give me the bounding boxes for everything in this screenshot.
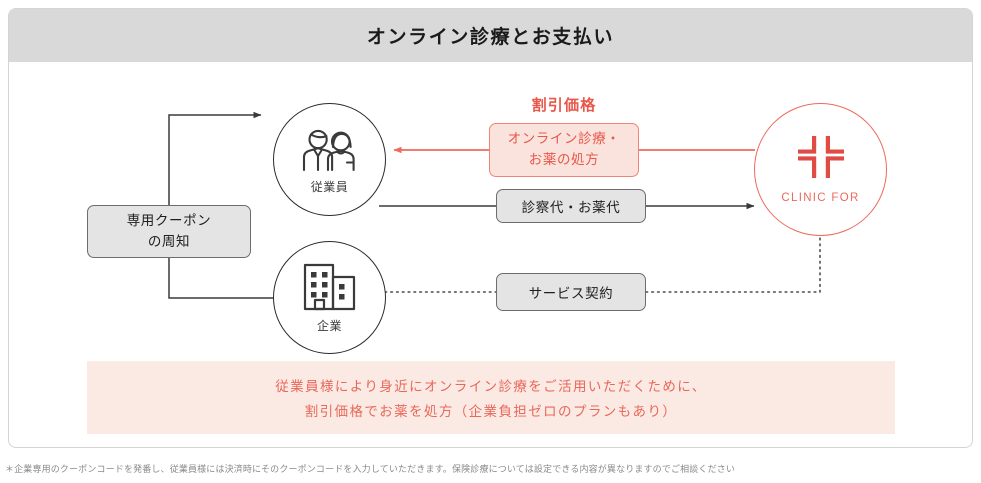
node-clinic[interactable]: CLINIC FOR — [754, 103, 887, 236]
box-prescription-line2: お薬の処方 — [528, 152, 600, 167]
box-consultation-fee[interactable]: 診察代・お薬代 — [496, 189, 646, 223]
summary-banner-line1: 従業員様により身近にオンライン診療をご活用いただくために、 — [275, 379, 707, 394]
contract-dotted-line — [384, 235, 821, 293]
page-title: オンライン診療とお支払い — [366, 27, 615, 48]
discount-badge: 割引価格 — [531, 97, 597, 114]
box-prescription[interactable]: オンライン診療・ お薬の処方 — [489, 123, 639, 177]
summary-banner: 従業員様により身近にオンライン診療をご活用いただくために、 割引価格でお薬を処方… — [87, 361, 895, 434]
office-buildings-icon — [301, 262, 359, 317]
two-people-icon — [299, 125, 361, 178]
box-prescription-text: オンライン診療・ お薬の処方 — [508, 129, 621, 171]
box-prescription-line1: オンライン診療・ — [507, 131, 621, 147]
node-employee-label: 従業員 — [310, 179, 349, 194]
node-employee[interactable]: 従業員 — [273, 103, 386, 216]
box-coupon-line2: の周知 — [147, 233, 191, 249]
box-coupon[interactable]: 専用クーポン の周知 — [87, 205, 251, 258]
box-coupon-text: 専用クーポン の周知 — [127, 211, 212, 253]
node-company-label: 企業 — [316, 318, 342, 333]
node-company[interactable]: 企業 — [273, 241, 386, 354]
diagram-card: オンライン診療とお支払い — [8, 8, 973, 448]
box-coupon-line1: 専用クーポン — [126, 212, 212, 228]
card-header: オンライン診療とお支払い — [9, 9, 972, 62]
node-clinic-label: CLINIC FOR — [781, 191, 860, 204]
diagram-canvas: 従業員 — [9, 62, 972, 447]
clinic-cross-logo-icon — [797, 135, 844, 192]
footnote-text: ＊企業専用のクーポンコードを発番し、従業員様には決済時にそのクーポンコードを入力… — [5, 464, 736, 474]
summary-banner-line2: 割引価格でお薬を処方（企業負担ゼロのプランもあり） — [304, 404, 678, 419]
box-service-contract[interactable]: サービス契約 — [496, 273, 646, 311]
